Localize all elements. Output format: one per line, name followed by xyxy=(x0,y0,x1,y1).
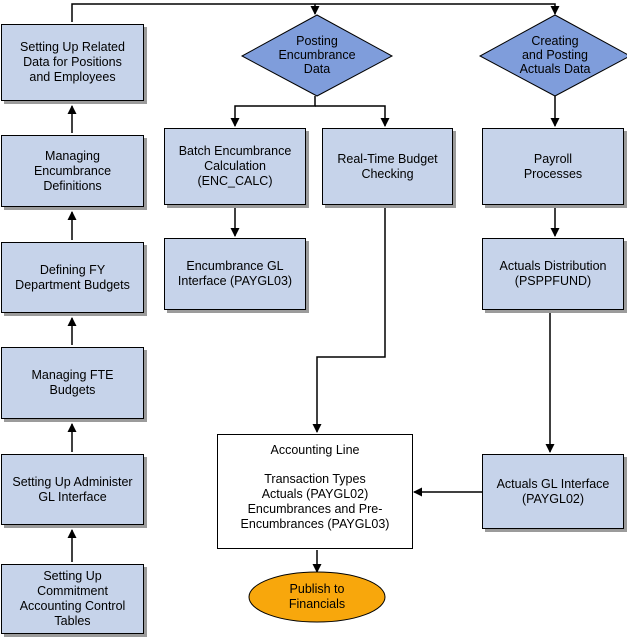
diamond-posting-encumbrance xyxy=(240,14,394,97)
oval-publish-label: Publish to Financials xyxy=(288,582,346,611)
diamond-posting-label: Posting Encumbrance Data xyxy=(278,34,356,76)
box-payroll-processes-label: Payroll Processes xyxy=(523,151,583,181)
box-actuals-distribution-label: Actuals Distribution (PSPPFUND) xyxy=(499,259,607,288)
accounting-line-title: Accounting Line xyxy=(270,443,360,457)
box-encumbrance-definitions-label: Managing Encumbrance Definitions xyxy=(33,148,112,193)
oval-publish-shape xyxy=(248,571,386,623)
box-encumbrance-gl: Encumbrance GL Interface (PAYGL03) xyxy=(164,238,306,310)
box-fy-budgets: Defining FY Department Budgets xyxy=(1,242,144,313)
box-fy-budgets-label: Defining FY Department Budgets xyxy=(15,262,130,292)
arrow-posting-split xyxy=(230,96,316,127)
box-commitment-accounting: Setting Up Commitment Accounting Control… xyxy=(1,564,144,634)
box-related-data-label: Setting Up Related Data for Positions an… xyxy=(20,40,125,84)
box-accounting-line: Accounting Line Transaction Types Actual… xyxy=(217,434,413,549)
box-realtime-budget: Real-Time Budget Checking xyxy=(322,128,453,205)
arrow-realtime-accounting xyxy=(312,207,386,433)
box-actuals-gl-label: Actuals GL Interface (PAYGL02) xyxy=(496,476,610,506)
box-fte-budgets: Managing FTE Budgets xyxy=(1,347,144,419)
box-commitment-accounting-label: Setting Up Commitment Accounting Control… xyxy=(19,569,126,628)
box-administer-gl-label: Setting Up Administer GL Interface xyxy=(12,474,133,504)
box-related-data: Setting Up Related Data for Positions an… xyxy=(1,24,144,101)
accounting-line-body: Transaction Types Actuals (PAYGL02) Encu… xyxy=(240,472,390,531)
box-actuals-gl: Actuals GL Interface (PAYGL02) xyxy=(482,454,624,529)
diamond-creating-label: Creating and Posting Actuals Data xyxy=(519,34,591,76)
box-payroll-processes: Payroll Processes xyxy=(482,128,624,205)
oval-publish-financials: Publish to Financials xyxy=(249,572,385,622)
box-administer-gl: Setting Up Administer GL Interface xyxy=(1,454,144,525)
arrow-posting-realtime xyxy=(315,105,390,127)
box-batch-encumbrance-label: Batch Encumbrance Calculation (ENC_CALC) xyxy=(178,144,292,188)
diamond-creating-actuals xyxy=(478,14,627,97)
box-batch-encumbrance: Batch Encumbrance Calculation (ENC_CALC) xyxy=(164,128,306,205)
box-realtime-budget-label: Real-Time Budget Checking xyxy=(337,151,438,181)
box-actuals-distribution: Actuals Distribution (PSPPFUND) xyxy=(482,238,624,310)
box-encumbrance-definitions: Managing Encumbrance Definitions xyxy=(1,135,144,207)
connector-top xyxy=(71,3,560,22)
box-encumbrance-gl-label: Encumbrance GL Interface (PAYGL03) xyxy=(177,259,293,288)
box-fte-budgets-label: Managing FTE Budgets xyxy=(31,368,114,397)
